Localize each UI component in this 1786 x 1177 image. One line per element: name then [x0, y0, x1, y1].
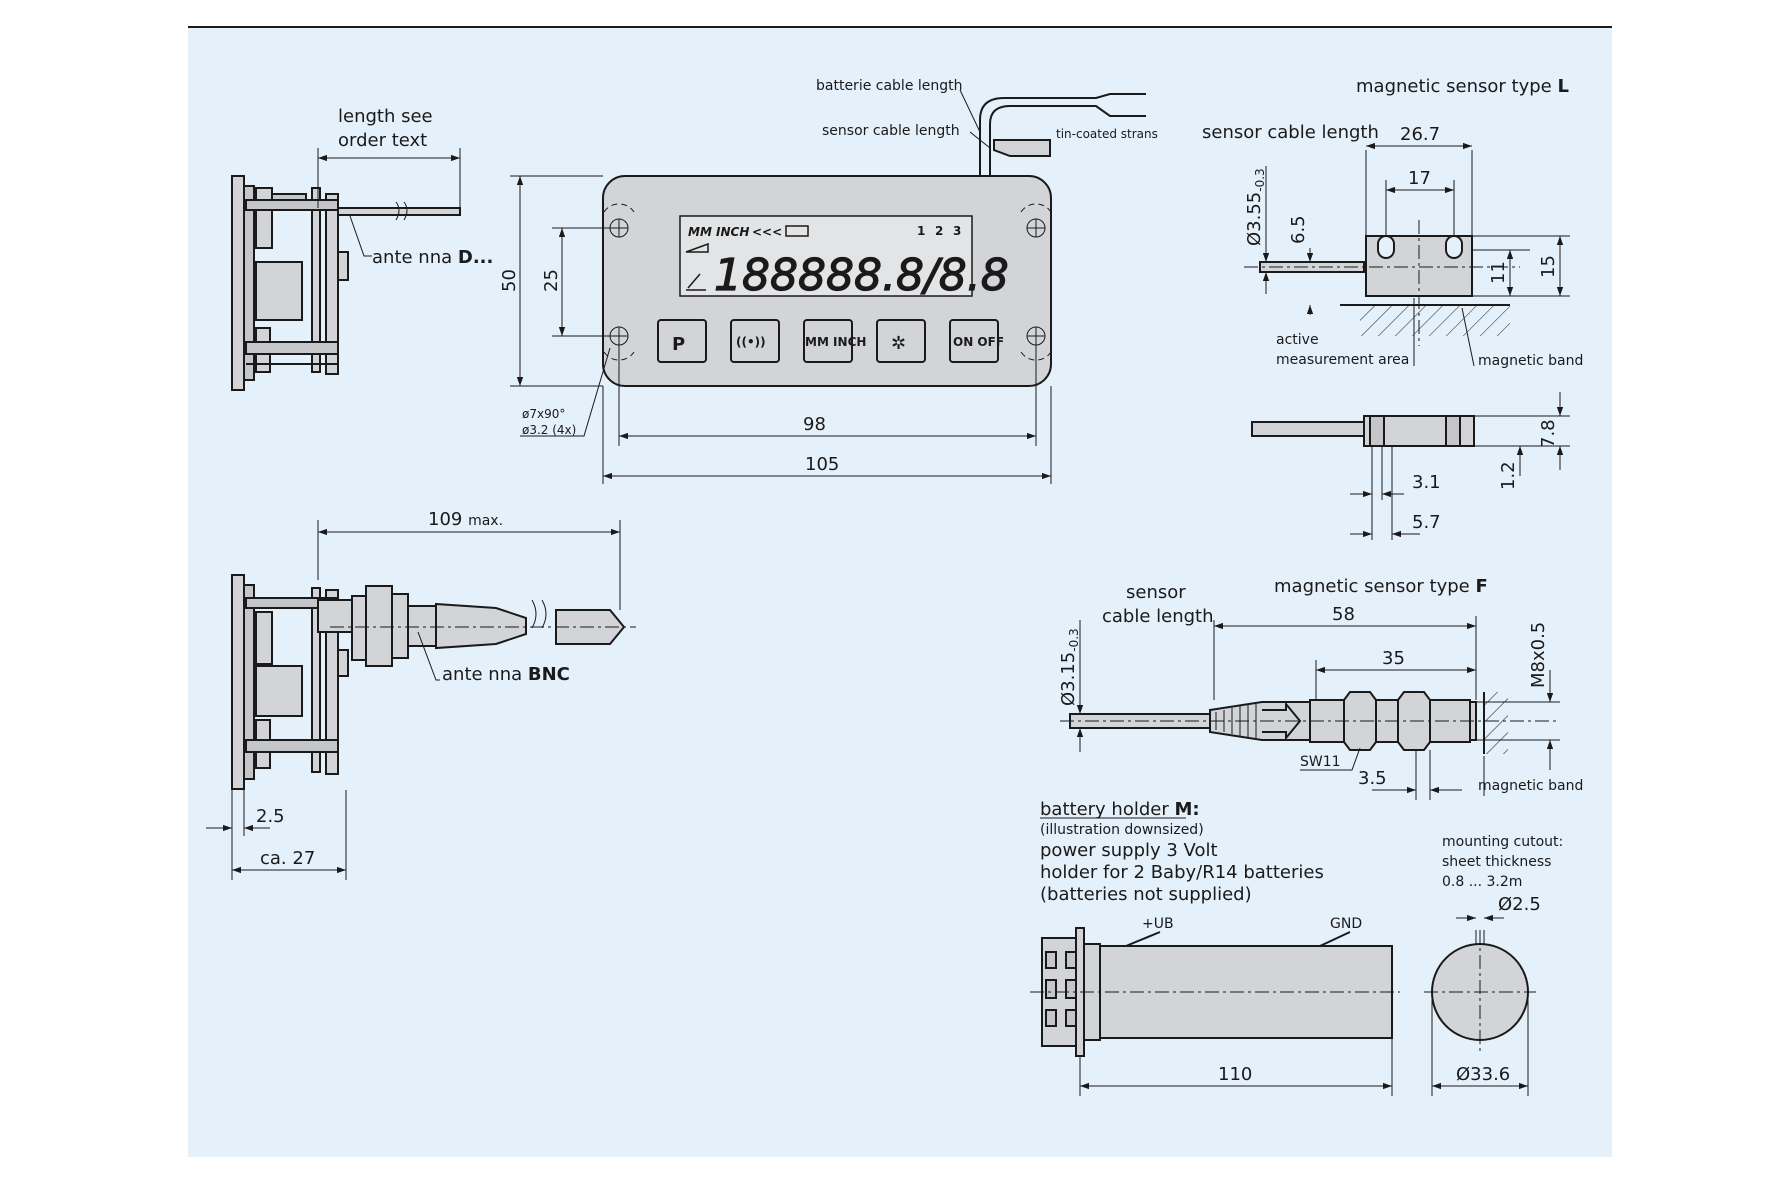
- lcd-tolerance-icon: [686, 273, 706, 291]
- sensor-f-magnetic-band: magnetic band: [1478, 778, 1583, 794]
- sensor-l-dim-a: 3.1: [1412, 472, 1441, 493]
- battery-plus: +UB: [1142, 916, 1174, 932]
- sensor-f-dim-thread: M8x0.5: [1528, 622, 1549, 688]
- cutout-view: [1424, 914, 1536, 1096]
- sensor-l-dim-total-h: 15: [1538, 255, 1559, 278]
- sensor-l-title: magnetic sensor type L: [1356, 76, 1569, 97]
- button-light[interactable]: ✲: [891, 333, 906, 354]
- display-unit-view: [510, 89, 1146, 484]
- sensor-l-active-1: active: [1276, 332, 1319, 348]
- sensor-l-magnetic-band: magnetic band: [1478, 353, 1583, 369]
- bnc-dim-depth: ca. 27: [260, 848, 315, 869]
- display-dim-hole-spacing: 25: [541, 269, 562, 292]
- sensor-l-view: [1244, 142, 1570, 540]
- lcd-digits: 188888.8/8.8: [714, 250, 1009, 301]
- antenna-d-label: ante nna D...: [372, 247, 493, 268]
- sensor-f-cable-1: sensor: [1126, 582, 1186, 603]
- display-dim-height: 50: [499, 269, 520, 292]
- sensor-f-dim-gap: 3.5: [1358, 768, 1387, 789]
- antenna-bnc-label: ante nna BNC: [442, 664, 570, 685]
- sensor-l-dim-offset: 1.2: [1498, 461, 1519, 490]
- sensor-l-dim-axis: 6.5: [1288, 215, 1309, 244]
- battery-title: battery holder M:: [1040, 799, 1200, 820]
- sensor-l-active-2: measurement area: [1276, 352, 1409, 368]
- sensor-f-view: [1060, 616, 1560, 800]
- button-program[interactable]: P: [672, 334, 685, 355]
- sensor-f-dim-dia: Ø3.15-0.3: [1058, 628, 1081, 706]
- bnc-length-label: 109 max.: [428, 509, 503, 530]
- battery-holder-view: [1030, 927, 1400, 1096]
- cutout-line-3: 0.8 ... 3.2m: [1442, 874, 1522, 890]
- sensor-f-cable-2: cable length: [1102, 606, 1214, 627]
- sensor-l-cable-length: sensor cable length: [1202, 122, 1379, 143]
- sensor-cable-label: sensor cable length: [822, 123, 960, 139]
- hole-spec-2: ø3.2 (4x): [522, 423, 576, 437]
- battery-line-2: power supply 3 Volt: [1040, 840, 1218, 861]
- button-radio[interactable]: ((•)): [736, 335, 766, 349]
- lcd-unit-inch: INCH: [716, 225, 749, 239]
- antenna-d-view: [231, 148, 461, 391]
- antenna-bnc-view: [206, 520, 636, 880]
- sensor-f-dim-length: 58: [1332, 604, 1355, 625]
- battery-line-3: holder for 2 Baby/R14 batteries: [1040, 862, 1324, 883]
- battery-line-1: (illustration downsized): [1040, 822, 1204, 838]
- lcd-index-1: 1: [917, 224, 925, 238]
- cutout-line-1: mounting cutout:: [1442, 834, 1563, 850]
- batterie-cable-label: batterie cable length: [816, 78, 963, 94]
- sensor-l-dim-top-h: 7.8: [1538, 419, 1559, 448]
- battery-dim-length: 110: [1218, 1064, 1252, 1085]
- lcd-battery-icon: [785, 225, 809, 237]
- antenna-d-length-line2: order text: [338, 130, 427, 151]
- sensor-l-dim-b: 5.7: [1412, 512, 1441, 533]
- battery-gnd: GND: [1330, 916, 1362, 932]
- sensor-l-dim-width: 26.7: [1400, 124, 1440, 145]
- sensor-f-title: magnetic sensor type F: [1274, 576, 1488, 597]
- display-dim-hole-width: 98: [803, 414, 826, 435]
- lcd-index-3: 3: [953, 224, 961, 238]
- battery-line-4: (batteries not supplied): [1040, 884, 1252, 905]
- sensor-f-wrench: SW11: [1300, 754, 1341, 770]
- sensor-f-dim-thread-len: 35: [1382, 648, 1405, 669]
- tin-coated-label: tin-coated strans: [1056, 127, 1158, 141]
- button-on-off[interactable]: ON OFF: [953, 335, 1004, 349]
- button-mm-inch[interactable]: MM INCH: [805, 335, 866, 349]
- sensor-l-dim-body-h: 11: [1488, 261, 1509, 284]
- cutout-dim-notch: Ø2.5: [1498, 894, 1541, 915]
- lcd-arrows: <<<: [752, 225, 782, 239]
- lcd-index-2: 2: [935, 224, 943, 238]
- display-dim-width: 105: [805, 454, 839, 475]
- cutout-dim-dia: Ø33.6: [1456, 1064, 1510, 1085]
- lcd-unit-mm: MM: [688, 225, 712, 239]
- lcd-bar-icon: [685, 242, 709, 253]
- sensor-l-dim-dia: Ø3.55-0.3: [1244, 168, 1267, 246]
- hole-spec-1: ø7x90°: [522, 407, 565, 421]
- bnc-dim-small: 2.5: [256, 806, 285, 827]
- sensor-l-dim-slot: 17: [1408, 168, 1431, 189]
- cutout-line-2: sheet thickness: [1442, 854, 1551, 870]
- antenna-d-length-line1: length see: [338, 106, 433, 127]
